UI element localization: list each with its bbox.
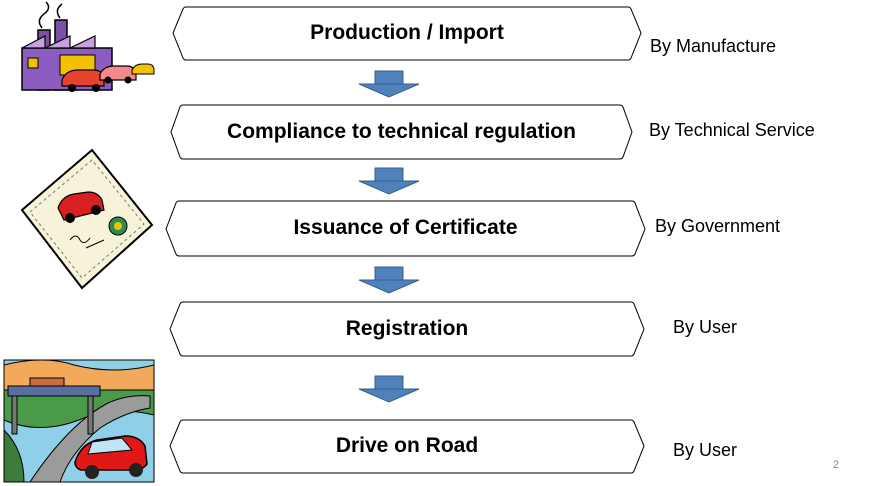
actor-label-production: By Manufacture xyxy=(650,36,777,56)
certificate-clipart xyxy=(20,148,154,290)
down-arrow-2 xyxy=(358,167,420,195)
actor-label-registration: By User xyxy=(673,317,738,337)
step-box-registration xyxy=(169,301,645,357)
road-scene-clipart xyxy=(3,359,155,483)
step-label-compliance: Compliance to technical regulation xyxy=(227,120,576,143)
down-arrow-1 xyxy=(358,70,420,98)
down-arrow-4 xyxy=(358,375,420,403)
actor-label-certificate: By Government xyxy=(655,216,781,236)
down-arrow-3 xyxy=(358,266,420,294)
step-label-drive: Drive on Road xyxy=(335,434,479,457)
actor-label-drive: By User xyxy=(673,440,738,460)
step-box-certificate xyxy=(165,200,646,257)
step-label-certificate: Issuance of Certificate xyxy=(293,216,518,239)
actor-label-compliance: By Technical Service xyxy=(649,120,815,140)
page-number: 2 xyxy=(833,459,840,471)
step-box-production xyxy=(172,6,642,61)
step-box-compliance xyxy=(170,104,633,160)
step-box-drive xyxy=(169,419,645,474)
step-label-registration: Registration xyxy=(345,317,469,340)
factory-clipart xyxy=(21,1,155,92)
step-label-production: Production / Import xyxy=(310,21,504,44)
